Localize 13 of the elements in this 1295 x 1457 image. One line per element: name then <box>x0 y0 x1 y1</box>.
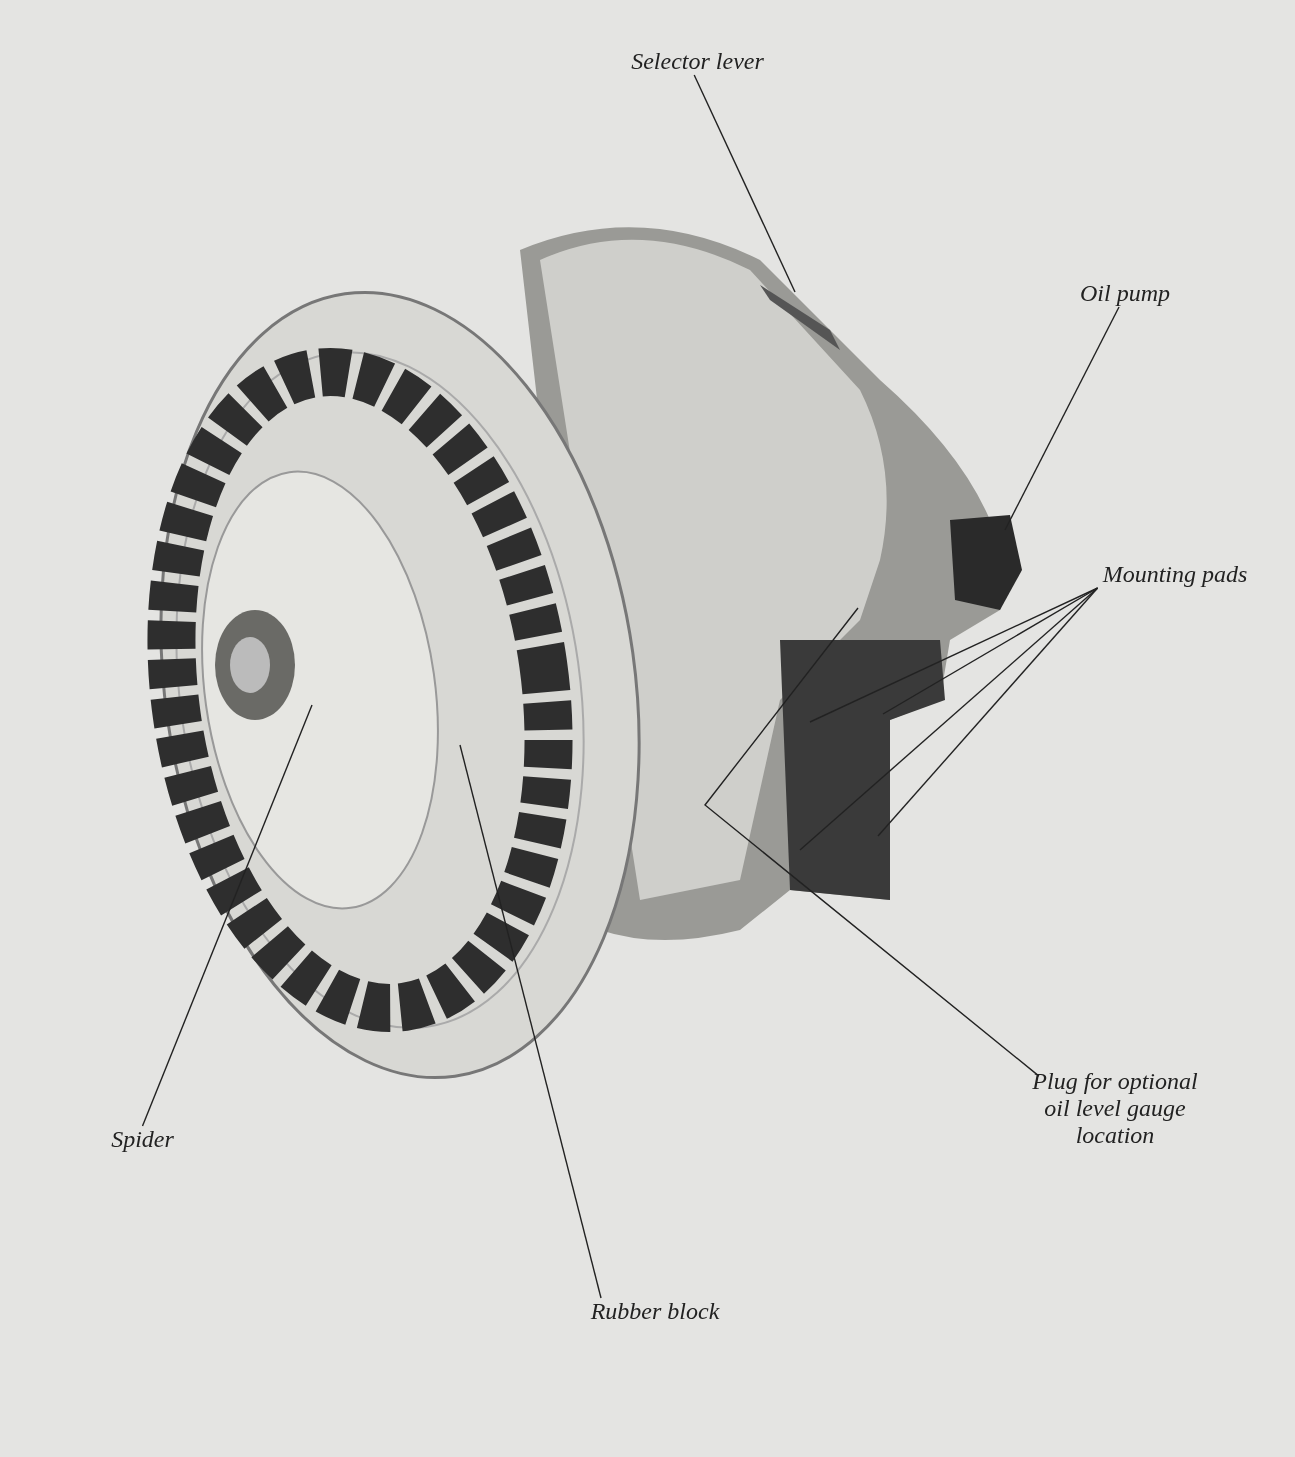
leader-line <box>877 587 1099 837</box>
leader-line <box>141 704 313 1127</box>
leader-line <box>704 607 1040 1077</box>
part-label: Plug for optional oil level gauge location <box>1020 1068 1210 1149</box>
part-label: Spider <box>100 1126 185 1153</box>
leader-line <box>1004 306 1120 531</box>
leader-line <box>882 587 1099 715</box>
leader-line <box>693 74 796 293</box>
part-label: Oil pump <box>1065 280 1185 307</box>
part-label: Mounting pads <box>1085 561 1265 588</box>
part-label: Rubber block <box>565 1298 745 1325</box>
leader-line <box>459 744 602 1299</box>
part-label: Selector lever <box>615 48 780 75</box>
